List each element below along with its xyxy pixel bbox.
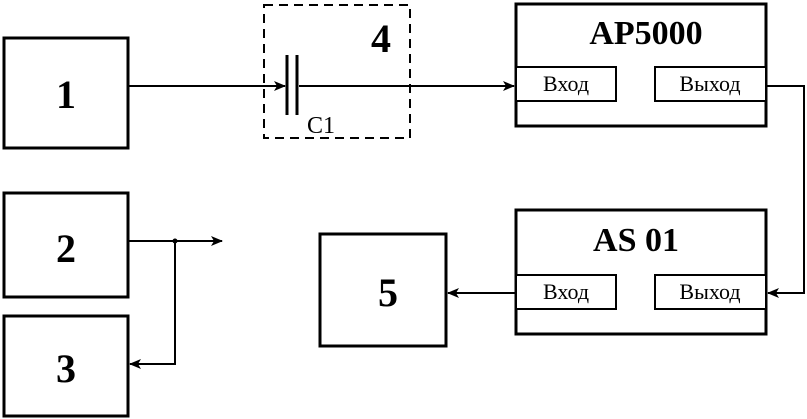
device-as01: AS 01 Вход Выход (514, 208, 768, 336)
as01-input-label: Вход (543, 279, 589, 304)
block-5: 5 (318, 232, 448, 348)
as01-input-port (515, 274, 617, 310)
block-2: 2 (2, 191, 130, 299)
block-4-label: 4 (371, 16, 391, 61)
as01-output-port (654, 274, 767, 310)
device-ap5000: AP5000 Вход Выход (514, 2, 768, 128)
ap5000-input-label: Вход (543, 71, 589, 96)
ap5000-output-label: Выход (679, 71, 740, 96)
block-3: 3 (2, 314, 130, 418)
wire-block2-to-block3 (129, 241, 176, 369)
capacitor-label: C1 (307, 113, 335, 139)
ap5000-input-port (515, 66, 617, 102)
block-2-label: 2 (56, 226, 76, 271)
as01-output-label: Выход (679, 279, 740, 304)
junction-dot (172, 238, 178, 244)
ap5000-output-port (654, 66, 767, 102)
as01-title: AS 01 (593, 222, 679, 259)
wire-ap5000-to-as01 (766, 85, 805, 298)
ap5000-title: AP5000 (589, 15, 702, 52)
block-5-label: 5 (378, 270, 398, 315)
block-1: 1 (2, 36, 130, 150)
block-1-label: 1 (56, 72, 76, 117)
block-3-label: 3 (56, 346, 76, 391)
block-4-capacitor-unit: 4 C1 (263, 4, 411, 139)
